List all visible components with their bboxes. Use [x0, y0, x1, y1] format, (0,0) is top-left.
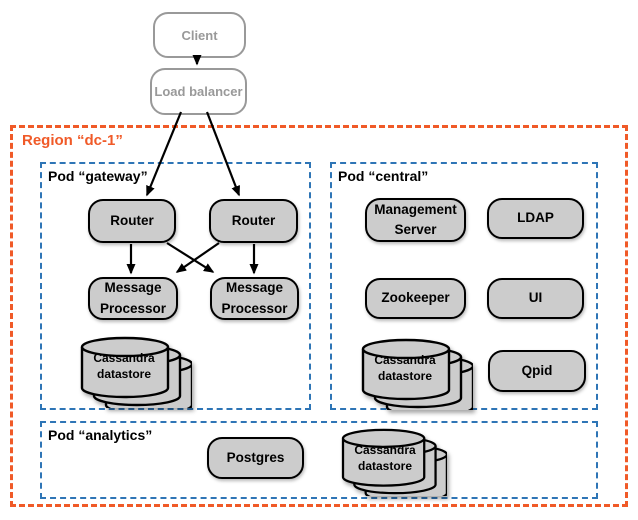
node-router-1-label: Router	[110, 212, 154, 228]
node-management-server-label: Management Server	[374, 201, 457, 237]
pod-central-label: Pod “central”	[338, 168, 429, 184]
node-zookeeper-label: Zookeeper	[381, 290, 450, 306]
node-cassandra-datastore-analytics: Cassandra datastore	[341, 428, 453, 500]
node-qpid: Qpid	[488, 350, 586, 392]
node-zookeeper: Zookeeper	[365, 278, 466, 319]
pod-analytics-label: Pod “analytics”	[48, 427, 153, 443]
pod-analytics: Pod “analytics” Postgres	[40, 421, 598, 499]
pod-central: Pod “central” Management Server LDAP Zoo…	[330, 162, 598, 410]
node-client-label: Client	[181, 27, 218, 43]
node-cassandra-datastore-central: Cassandra datastore	[361, 338, 473, 410]
database-cylinder-icon	[341, 428, 447, 496]
node-ui: UI	[487, 278, 584, 319]
node-qpid-label: Qpid	[521, 362, 553, 378]
node-router-2: Router	[209, 199, 298, 243]
node-ldap-label: LDAP	[517, 210, 554, 226]
node-message-processor-2-label: Message Processor	[221, 280, 288, 316]
node-postgres-label: Postgres	[226, 449, 285, 465]
node-cassandra-datastore-central-label: Cassandra datastore	[374, 353, 436, 383]
node-management-server: Management Server	[365, 198, 466, 242]
region-label: Region “dc-1”	[22, 132, 123, 149]
node-router-2-label: Router	[231, 212, 276, 228]
node-cassandra-datastore-analytics-label: Cassandra datastore	[354, 443, 416, 473]
node-message-processor-1-label: Message Processor	[99, 280, 167, 316]
pod-gateway: Pod “gateway” Router Router Message Proc…	[40, 162, 311, 410]
pod-gateway-label: Pod “gateway”	[48, 168, 148, 184]
node-cassandra-datastore-gateway: Cassandra datastore	[80, 336, 192, 408]
node-load-balancer: Load balancer	[150, 68, 247, 115]
database-cylinder-icon	[361, 338, 473, 410]
region-dc-1: Region “dc-1” Pod “gateway” Router Route…	[10, 125, 628, 507]
node-ldap: LDAP	[487, 198, 584, 239]
database-cylinder-icon	[80, 336, 192, 408]
node-router-1: Router	[88, 199, 176, 243]
node-client: Client	[153, 12, 246, 58]
node-message-processor-2: Message Processor	[210, 277, 299, 320]
node-cassandra-datastore-gateway-label: Cassandra datastore	[93, 351, 155, 381]
node-message-processor-1: Message Processor	[88, 277, 178, 320]
node-ui-label: UI	[528, 290, 543, 306]
node-postgres: Postgres	[207, 437, 304, 479]
node-load-balancer-label: Load balancer	[154, 84, 243, 99]
